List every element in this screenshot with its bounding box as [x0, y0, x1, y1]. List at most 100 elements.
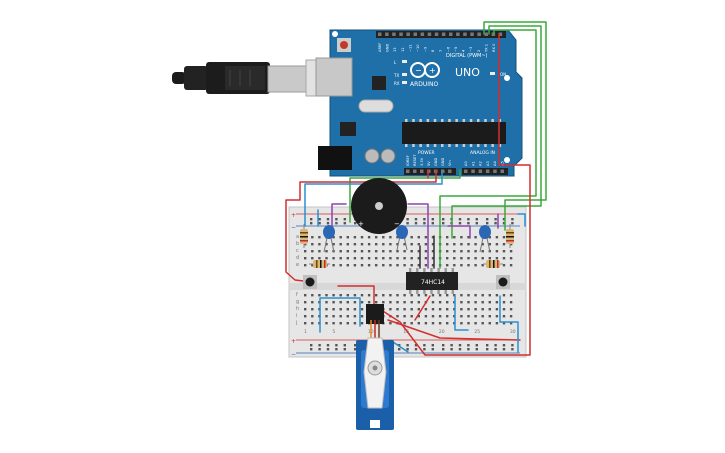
resistor-icon: [483, 260, 503, 268]
header-pin[interactable]: [498, 32, 503, 37]
rail-plus-bottom: +: [291, 338, 296, 345]
column-number: 20: [439, 329, 445, 335]
column-number: 1: [304, 329, 307, 335]
resistor-icon: [309, 260, 330, 268]
svg-text:+: +: [429, 66, 436, 75]
header-pin[interactable]: [471, 169, 475, 174]
capacitor-icon: [396, 225, 408, 251]
arduino-model: UNO: [455, 66, 480, 79]
wire-red: [337, 285, 375, 307]
header-pin[interactable]: [413, 169, 417, 174]
header-pin[interactable]: [464, 169, 468, 174]
header-pin[interactable]: [448, 169, 452, 174]
digital-header-label: DIGITAL (PWM~): [446, 53, 488, 59]
buzzer-plus: +: [358, 220, 364, 228]
rail-minus-bottom: −: [291, 351, 296, 358]
pin-label: A2: [479, 161, 483, 166]
pin-label: GND: [441, 158, 445, 166]
analog-header: [462, 168, 508, 175]
atmega-chip: [402, 122, 506, 144]
buzzer-icon: + −: [351, 178, 407, 234]
svg-text:−: −: [415, 66, 422, 75]
header-pin[interactable]: [420, 32, 425, 37]
header-pin[interactable]: [500, 169, 505, 174]
row-letter: d: [296, 255, 299, 261]
header-pin[interactable]: [385, 32, 389, 37]
pin-label: ~5: [454, 47, 458, 52]
wire-red: [387, 319, 521, 341]
resistor-icon: [506, 224, 514, 248]
wire-green: [483, 21, 547, 231]
pin-label: 5V: [427, 161, 431, 166]
column-number: 15: [403, 329, 409, 335]
wire-green: [349, 169, 461, 223]
pin-label: 13: [393, 47, 397, 52]
wire-blue: [454, 295, 469, 331]
header-pin[interactable]: [485, 169, 490, 174]
header-pin[interactable]: [449, 32, 453, 37]
header-pin[interactable]: [399, 32, 403, 37]
row-letter: j: [295, 320, 297, 326]
row-letter: f: [296, 292, 298, 298]
pin-label: 12: [401, 47, 405, 52]
pin-label: ~3: [469, 47, 473, 52]
pin-label: 3.3V: [420, 157, 424, 166]
header-pin[interactable]: [477, 32, 481, 37]
analog-header-label: ANALOG IN: [470, 150, 495, 156]
led-label-tx: TX: [393, 73, 399, 78]
row-letter: b: [296, 241, 299, 247]
header-pin[interactable]: [470, 32, 474, 37]
resistor-icon: [300, 224, 308, 248]
header-pin[interactable]: [406, 32, 410, 37]
row-letter: a: [296, 234, 299, 240]
pin-label: A3: [486, 161, 490, 166]
header-pin[interactable]: [478, 169, 483, 174]
led-label-l: L: [394, 60, 397, 65]
header-pin[interactable]: [392, 32, 396, 37]
header-pin[interactable]: [441, 32, 446, 37]
header-pin[interactable]: [427, 32, 432, 37]
row-letter: e: [296, 262, 299, 268]
wire-red: [285, 169, 437, 283]
header-pin[interactable]: [420, 169, 424, 174]
pushbutton-icon[interactable]: [303, 275, 317, 289]
wire-blue: [517, 213, 526, 227]
wire-blue: [319, 297, 361, 333]
capacitor-icon: [323, 225, 335, 253]
pin-label: IOREF: [406, 155, 410, 166]
pin-label: RX 0: [492, 43, 496, 52]
header-pin[interactable]: [456, 32, 460, 37]
wire-purple: [447, 225, 471, 239]
pin-label: A0: [464, 161, 468, 166]
pin-label: A5: [501, 161, 505, 166]
pin-label: ~9: [424, 46, 428, 52]
wire-blue: [499, 295, 519, 353]
pushbutton-icon[interactable]: [496, 275, 510, 289]
header-pin[interactable]: [406, 169, 410, 174]
ic-chip-icon: 74HC14: [406, 268, 458, 294]
row-letter: i: [296, 313, 297, 319]
pin-label: ~6: [446, 46, 450, 52]
header-pin[interactable]: [378, 32, 382, 37]
header-pin[interactable]: [493, 169, 497, 174]
pin-label: GND: [434, 158, 438, 166]
pin-label: 7: [439, 50, 443, 52]
header-pin[interactable]: [434, 32, 439, 37]
pin-label: A1: [471, 161, 475, 166]
pin-label: ~10: [416, 44, 420, 52]
column-number: 25: [474, 329, 480, 335]
pin-label: RESET: [413, 154, 417, 166]
arduino-board: − + ARDUINO UNO L TX RX ON DIGITAL (PWM~…: [315, 29, 523, 177]
row-letter: h: [296, 306, 299, 312]
servo-icon: [356, 304, 394, 430]
column-number: 30: [510, 329, 516, 335]
pin-label: 4: [462, 49, 466, 52]
wire-purple: [331, 203, 347, 229]
header-pin[interactable]: [413, 32, 418, 37]
column-number: 5: [332, 329, 335, 335]
header-pin[interactable]: [484, 32, 489, 37]
pin-label: GND: [386, 44, 390, 52]
pin-label: 2: [477, 50, 481, 52]
header-pin[interactable]: [463, 32, 467, 37]
